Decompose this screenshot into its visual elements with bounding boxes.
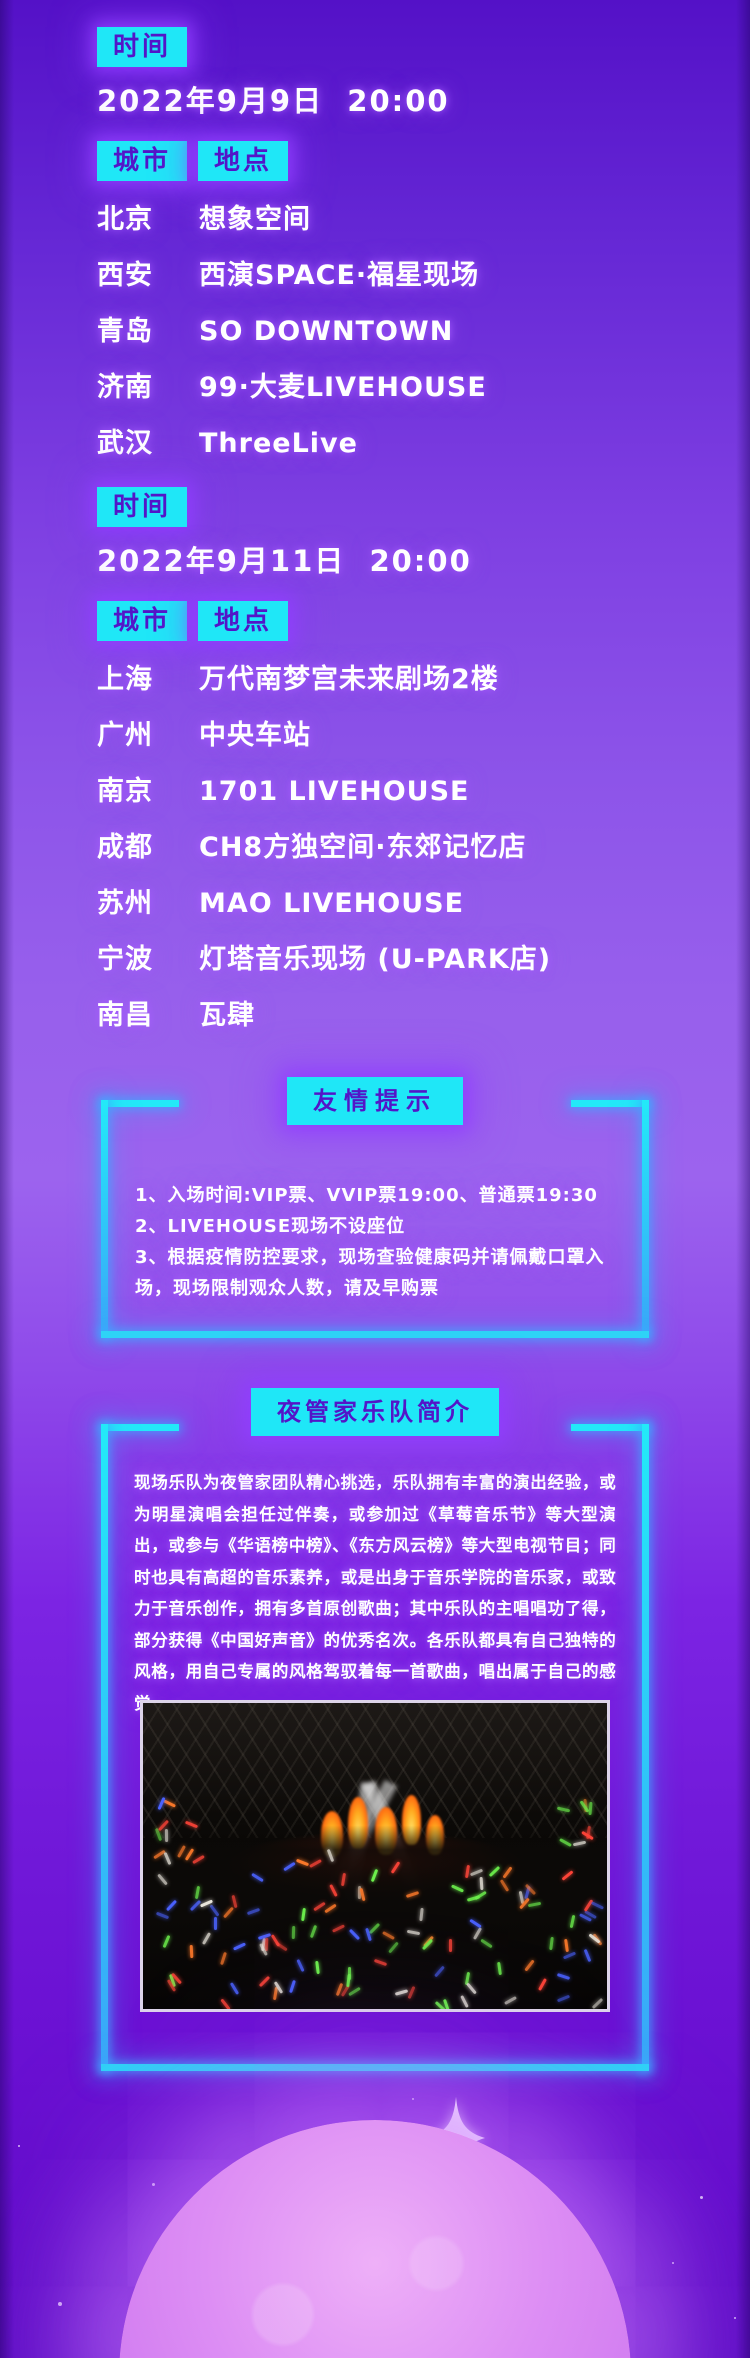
tip-line: 1、入场时间:VIP票、VVIP票19:00、普通票19:30 <box>135 1185 598 1206</box>
frame-segment <box>642 1424 649 2071</box>
show-venue: 万代南梦宫未来剧场2楼 <box>199 664 499 695</box>
column-labels: 城市 地点 <box>97 141 677 181</box>
frame-segment <box>571 1100 649 1107</box>
photo-crowd <box>143 1703 607 2009</box>
session-datetime: 2022年9月11日 20:00 <box>97 544 472 578</box>
frame-segment <box>101 1424 108 2071</box>
tips-frame <box>101 1100 649 1338</box>
show-venue: 中央车站 <box>199 720 311 751</box>
tip-line: 3、根据疫情防控要求，现场查验健康码并请佩戴口罩入场，现场限制观众人数，请及早购… <box>135 1247 605 1299</box>
frame-segment <box>101 1100 179 1107</box>
show-row: 青岛 SO DOWNTOWN <box>97 315 677 349</box>
tips-title-badge: 友情提示 <box>287 1077 463 1125</box>
city-badge: 城市 <box>97 141 188 181</box>
show-row: 北京 想象空间 <box>97 203 677 237</box>
show-city: 广州 <box>97 720 153 751</box>
right-vignette <box>736 0 750 2358</box>
left-vignette <box>0 0 14 2358</box>
show-city: 南昌 <box>97 1000 153 1031</box>
session-datetime: 2022年9月9日 20:00 <box>97 84 450 118</box>
venue-badge: 地点 <box>198 141 289 181</box>
show-venue: SO DOWNTOWN <box>199 316 454 347</box>
show-venue: 西演SPACE·福星现场 <box>199 260 480 291</box>
column-labels: 城市 地点 <box>97 601 677 641</box>
tips-text: 1、入场时间:VIP票、VVIP票19:00、普通票19:30 2、LIVEHO… <box>135 1180 640 1304</box>
show-row: 武汉 ThreeLive <box>97 427 677 461</box>
frame-segment <box>571 1424 649 1431</box>
tour-session-1: 时间 2022年9月9日 20:00 城市 地点 北京 想象空间 西安 西演SP… <box>97 27 677 461</box>
tip-line: 2、LIVEHOUSE现场不设座位 <box>135 1216 406 1237</box>
show-venue: ThreeLive <box>199 428 358 459</box>
show-row: 上海 万代南梦宫未来剧场2楼 <box>97 663 677 697</box>
show-row: 苏州 MAO LIVEHOUSE <box>97 887 677 921</box>
show-city: 南京 <box>97 776 153 807</box>
show-row: 西安 西演SPACE·福星现场 <box>97 259 677 293</box>
show-row: 成都 CH8方独空间·东郊记忆店 <box>97 831 677 865</box>
show-row: 济南 99·大麦LIVEHOUSE <box>97 371 677 405</box>
concert-photo <box>140 1700 610 2012</box>
tour-session-2: 时间 2022年9月11日 20:00 城市 地点 上海 万代南梦宫未来剧场2楼… <box>97 487 677 1033</box>
show-row: 宁波 灯塔音乐现场 (U-PARK店) <box>97 943 677 977</box>
time-badge: 时间 <box>97 487 188 527</box>
show-venue: 瓦肆 <box>199 1000 255 1031</box>
glowsticks <box>143 1703 607 2009</box>
show-row: 南昌 瓦肆 <box>97 999 677 1033</box>
show-row: 南京 1701 LIVEHOUSE <box>97 775 677 809</box>
show-venue: MAO LIVEHOUSE <box>199 888 465 919</box>
frame-segment <box>101 1424 179 1431</box>
show-city: 成都 <box>97 832 153 863</box>
frame-segment <box>101 1331 649 1338</box>
show-venue: CH8方独空间·东郊记忆店 <box>199 832 527 863</box>
time-badge: 时间 <box>97 27 188 67</box>
show-city: 青岛 <box>97 316 153 347</box>
frame-segment <box>101 1100 108 1338</box>
show-venue: 99·大麦LIVEHOUSE <box>199 372 487 403</box>
show-venue: 想象空间 <box>199 204 311 235</box>
show-city: 上海 <box>97 664 153 695</box>
frame-segment <box>642 1100 649 1338</box>
frame-segment <box>101 2064 649 2071</box>
band-intro-frame <box>101 1424 649 2071</box>
venue-badge: 地点 <box>198 601 289 641</box>
band-intro-title-badge: 夜管家乐队简介 <box>251 1388 499 1436</box>
show-city: 北京 <box>97 204 153 235</box>
moon <box>119 2120 631 2358</box>
show-venue: 灯塔音乐现场 (U-PARK店) <box>199 944 552 975</box>
show-city: 西安 <box>97 260 153 291</box>
show-city: 武汉 <box>97 428 153 459</box>
show-venue: 1701 LIVEHOUSE <box>199 776 470 807</box>
show-city: 宁波 <box>97 944 153 975</box>
show-city: 苏州 <box>97 888 153 919</box>
show-row: 广州 中央车站 <box>97 719 677 753</box>
show-city: 济南 <box>97 372 153 403</box>
band-intro-paragraph: 现场乐队为夜管家团队精心挑选，乐队拥有丰富的演出经验，或为明星演唱会担任过伴奏，… <box>134 1473 616 1713</box>
city-badge: 城市 <box>97 601 188 641</box>
